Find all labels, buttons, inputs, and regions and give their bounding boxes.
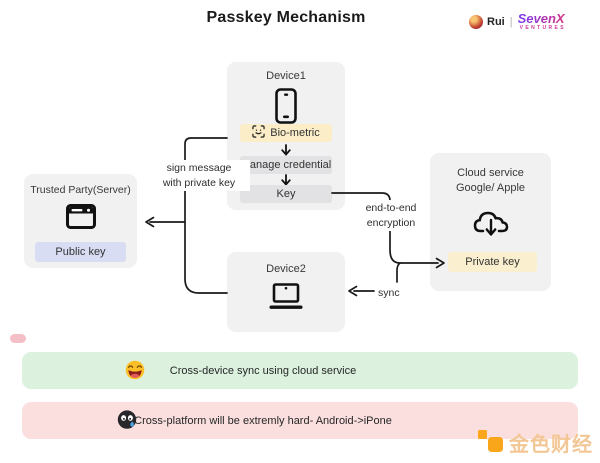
biometric-step: Bio-metric [240,124,332,142]
laughing-emoji-icon [125,360,145,385]
cloud-title-line1: Cloud service [457,167,524,179]
public-key-label: Public key [55,246,106,258]
cloud-service-node: Cloud service Google/ Apple Private key [430,153,551,291]
banner-cross-platform: Cross-platform will be extremly hard- An… [22,402,578,439]
page-title: Passkey Mechanism [206,9,366,26]
laptop-icon [268,283,304,316]
manage-credential-label: Manage credential [240,159,332,171]
jinse-logo-icon [477,426,504,458]
author-avatar [469,14,483,29]
brand-company: SevenX [517,11,565,26]
trusted-party-node: Trusted Party(Server) Public key [24,174,137,268]
banner-cross-device-text: Cross-device sync using cloud service [169,364,357,377]
brand: Rui | SevenX ventures [469,12,566,31]
server-window-icon [65,204,96,234]
cloud-download-icon [471,205,511,246]
public-key-pill: Public key [35,242,126,262]
dark-crying-emoji-icon [117,410,137,435]
banner-cross-device: Cross-device sync using cloud service [22,352,578,389]
author-name: Rui [487,15,505,28]
brand-separator: | [509,15,513,28]
biometric-label: Bio-metric [270,127,320,139]
device1-node: Device1 Bio-metric [227,62,345,210]
key-step: Key [240,185,332,203]
smartphone-icon [275,88,297,129]
stray-pink-fragment [10,334,26,343]
face-scan-icon [252,125,265,141]
down-arrow-icon [280,143,292,161]
brand-company-sub: ventures [519,25,567,31]
banner-cross-platform-text: Cross-platform will be extremly hard- An… [134,414,392,427]
brand-logo: SevenX ventures [518,12,566,31]
device2-node: Device2 [227,252,345,332]
jinse-watermark-text: 金色财经 [509,433,593,456]
sync-label: sync [376,285,402,302]
jinse-watermark: 金色财经 [477,426,593,458]
manage-credential-step: Manage credential [240,156,332,174]
trusted-party-title: Trusted Party(Server) [30,184,131,196]
sign-message-label: sign message with private key [148,160,250,192]
key-label: Key [276,188,296,200]
e2e-encryption-label: end-to-end encryption [356,200,426,232]
down-arrow-icon [280,173,292,191]
cloud-title-line2: Google/ Apple [455,182,526,194]
device2-title: Device2 [266,263,306,275]
private-key-label: Private key [465,256,520,268]
device1-title: Device1 [266,70,306,82]
private-key-pill: Private key [448,252,537,272]
